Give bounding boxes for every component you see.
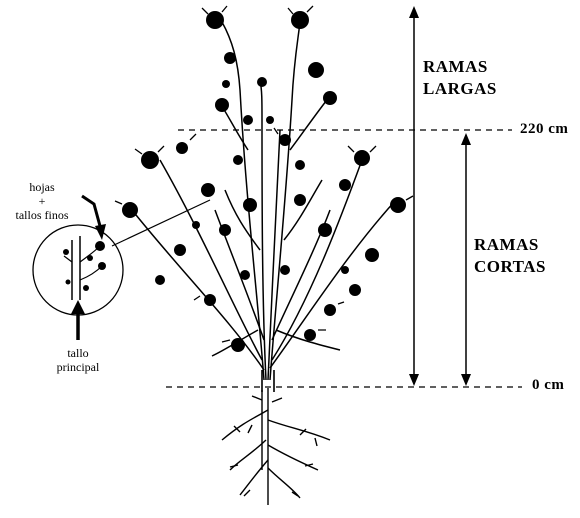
label-hojas-tallos-finos: hojas + tallos finos bbox=[0, 180, 84, 222]
pointer-arrow-tallo bbox=[71, 300, 85, 340]
label-height-0: 0 cm bbox=[532, 374, 564, 396]
label-tallos-finos: tallos finos bbox=[0, 208, 84, 222]
label-ramas-cortas-line1: RAMAS bbox=[474, 234, 546, 256]
label-ramas-cortas-line2: CORTAS bbox=[474, 256, 546, 278]
dimension-arrow-ramas-cortas bbox=[461, 133, 471, 386]
label-tallo-principal: tallo principal bbox=[40, 346, 116, 374]
label-height-220: 220 cm bbox=[520, 118, 568, 140]
pointer-arrow-hojas bbox=[82, 196, 106, 240]
label-principal: principal bbox=[40, 360, 116, 374]
label-tallo: tallo bbox=[40, 346, 116, 360]
branches-illustration bbox=[132, 22, 396, 380]
label-ramas-largas: RAMAS LARGAS bbox=[423, 56, 497, 100]
label-ramas-largas-line2: LARGAS bbox=[423, 78, 497, 100]
roots-illustration bbox=[222, 388, 330, 505]
dimension-arrow-ramas-largas bbox=[409, 6, 419, 386]
label-hojas: hojas bbox=[0, 180, 84, 194]
label-ramas-largas-line1: RAMAS bbox=[423, 56, 497, 78]
label-plus: + bbox=[0, 194, 84, 208]
label-ramas-cortas: RAMAS CORTAS bbox=[474, 234, 546, 278]
